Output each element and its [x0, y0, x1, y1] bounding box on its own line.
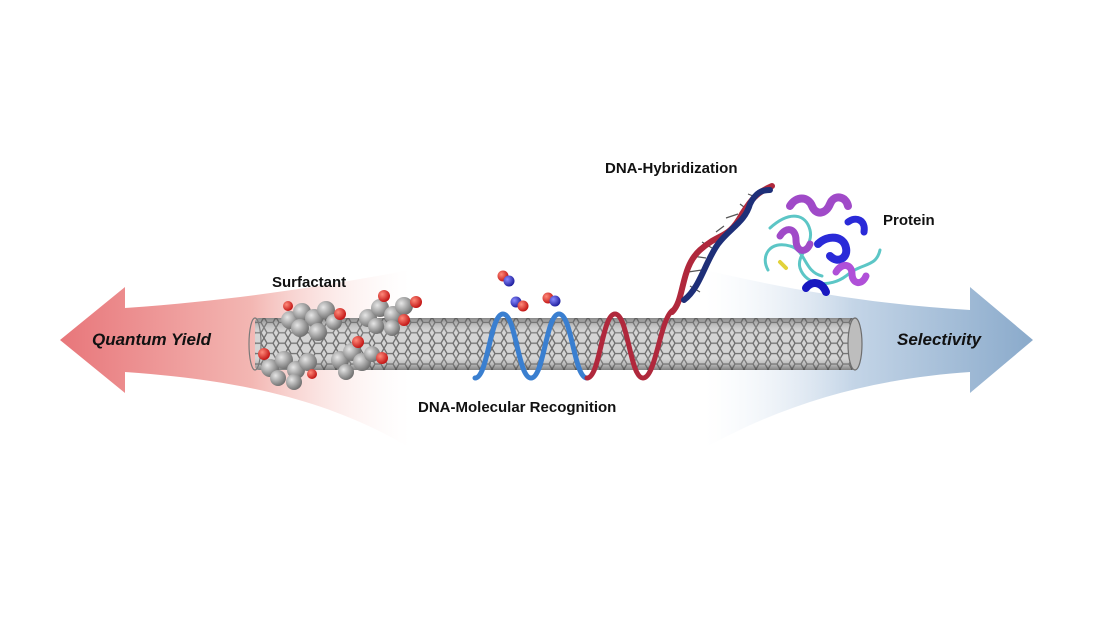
double-helix-icon [669, 183, 775, 315]
dna-molecular-recognition-label: DNA-Molecular Recognition [418, 399, 617, 416]
surfactant-label: Surfactant [272, 274, 347, 291]
selectivity-arrow [705, 270, 1033, 448]
analyte-molecule-icon [497, 270, 561, 312]
ssdna-recognition-strand [472, 311, 590, 381]
protein-label: Protein [883, 212, 935, 229]
ssdna-hybridization-strand [584, 307, 676, 381]
quantum-yield-label: Quantum Yield [92, 330, 212, 349]
protein-ribbon-icon [763, 193, 882, 296]
dna-hybridization-label: DNA-Hybridization [605, 160, 738, 177]
surfactant-icon [258, 290, 422, 390]
carbon-nanotube [248, 317, 863, 371]
selectivity-label: Selectivity [897, 330, 982, 349]
